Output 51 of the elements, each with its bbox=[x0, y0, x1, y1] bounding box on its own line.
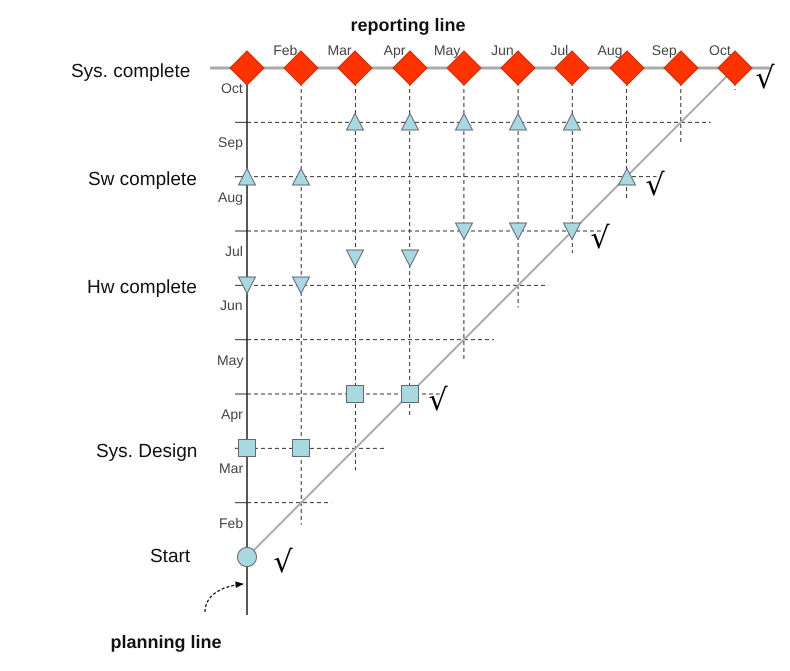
square-marker bbox=[346, 385, 364, 403]
triangle-marker bbox=[563, 113, 582, 132]
inverted-triangle-marker bbox=[509, 222, 528, 240]
check-mark: √ bbox=[428, 382, 448, 418]
triangle-marker bbox=[400, 113, 419, 132]
inverted-triangle-marker bbox=[346, 249, 364, 268]
triangle-marker bbox=[292, 168, 310, 186]
month-label: Sep bbox=[218, 134, 243, 150]
inverted-triangle-marker bbox=[292, 276, 310, 294]
triangle-marker bbox=[454, 113, 473, 132]
month-label: Mar bbox=[219, 460, 244, 476]
triangle-marker bbox=[346, 113, 364, 132]
square-marker bbox=[292, 439, 310, 458]
month-label: Feb bbox=[273, 42, 298, 58]
check-mark: √ bbox=[756, 60, 775, 96]
check-mark: √ bbox=[274, 544, 293, 580]
month-label: Jul bbox=[550, 42, 568, 58]
diamond-marker bbox=[230, 51, 264, 85]
month-label: Oct bbox=[709, 42, 731, 58]
month-label: Oct bbox=[221, 80, 243, 96]
triangle-marker bbox=[509, 113, 528, 132]
milestone-label: Start bbox=[150, 546, 190, 568]
square-marker bbox=[238, 439, 256, 458]
month-label: Aug bbox=[218, 188, 243, 205]
month-label: Sep bbox=[652, 42, 677, 58]
check-mark: √ bbox=[646, 168, 665, 202]
inverted-triangle-marker bbox=[238, 276, 256, 294]
month-label: Apr bbox=[221, 406, 243, 422]
axis-title: planning line bbox=[110, 632, 222, 652]
square-marker bbox=[400, 385, 419, 403]
triangle-marker bbox=[618, 168, 636, 186]
month-label: Jul bbox=[225, 243, 243, 259]
month-label: Feb bbox=[219, 514, 244, 531]
inverted-triangle-marker bbox=[454, 222, 473, 240]
month-label: Jun bbox=[491, 42, 514, 58]
milestone-label: Sw complete bbox=[88, 169, 197, 191]
triangle-marker bbox=[238, 168, 256, 186]
month-label: Jun bbox=[220, 297, 243, 314]
milestone-label: Sys. complete bbox=[71, 61, 190, 83]
month-label: Apr bbox=[384, 42, 406, 58]
axis-title: reporting line bbox=[350, 14, 466, 36]
inverted-triangle-marker bbox=[563, 222, 582, 240]
month-label: Aug bbox=[598, 42, 622, 58]
milestone-label: Sys. Design bbox=[96, 441, 198, 463]
inverted-triangle-marker bbox=[400, 249, 419, 268]
milestone-label: Hw complete bbox=[87, 277, 197, 299]
month-label: Mar bbox=[327, 42, 352, 58]
month-label: May bbox=[217, 352, 244, 368]
check-mark: √ bbox=[590, 220, 610, 256]
circle-marker bbox=[237, 547, 257, 567]
month-label: May bbox=[434, 42, 460, 58]
